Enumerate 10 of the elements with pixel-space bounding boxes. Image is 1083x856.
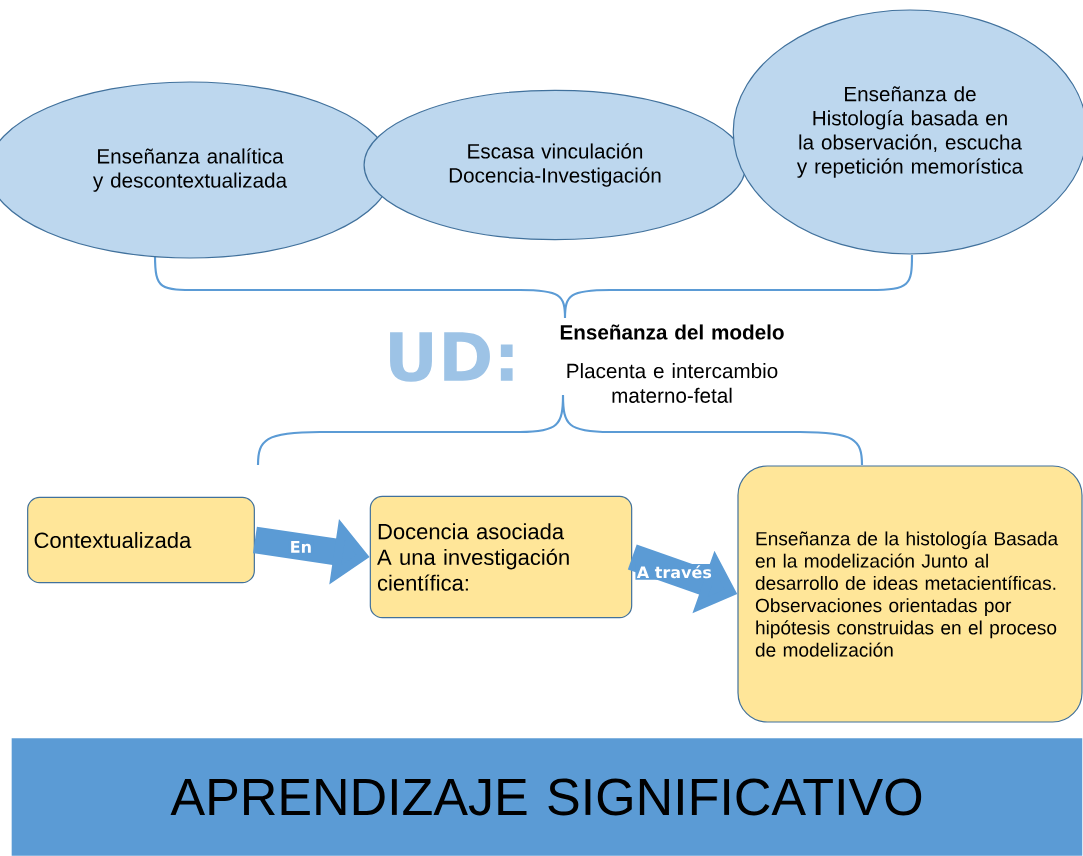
process-box: Enseñanza de la histología Basada en la modelización Junto al desarrollo de ideas metacientíficas. Observaciones orientadas por hipótesis construidas en el proceso de modelización xyxy=(737,465,1083,723)
oval-bubble: Escasa vinculación Docencia-Investigación xyxy=(363,89,747,241)
unit-subtitle: Placenta e intercambio materno-fetal xyxy=(567,363,778,403)
ud-heading: UD: xyxy=(390,332,513,382)
edge-label: A través xyxy=(635,563,714,580)
process-box: Contextualizada xyxy=(27,496,255,584)
unit-title: Enseñanza del modelo xyxy=(560,324,784,340)
process-box: Docencia asociada A una investigación científica: xyxy=(369,495,633,619)
oval-bubble: Enseñanza de Histología basada en la observación, escucha y repetición memorística xyxy=(732,9,1083,255)
banner: APRENDIZAJE SIGNIFICATIVO xyxy=(11,738,1083,856)
